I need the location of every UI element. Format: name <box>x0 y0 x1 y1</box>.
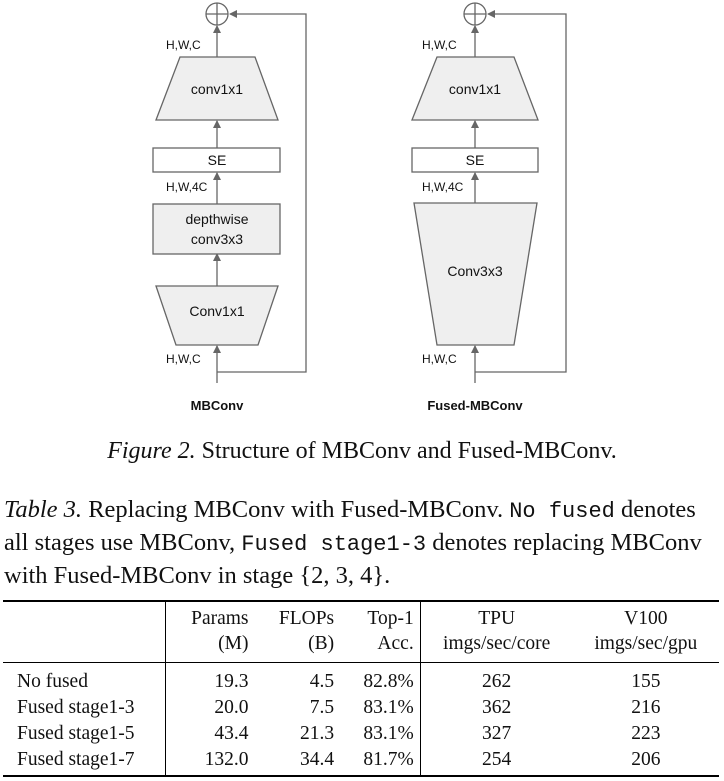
cell-method: Fused stage1-7 <box>3 747 166 777</box>
cell-v100: 155 <box>631 671 661 692</box>
cell-top1: 83.1% <box>363 697 414 718</box>
header-tpu-unit: imgs/sec/core <box>419 631 573 663</box>
header-top1-unit: Acc. <box>340 631 421 663</box>
header-flops: FLOPs <box>254 600 341 631</box>
cell-flops: 7.5 <box>309 697 335 718</box>
cell-tpu: 262 <box>419 662 573 695</box>
fused-dim-top: H,W,C <box>422 38 457 52</box>
mbconv-depthwise-label-2: conv3x3 <box>191 231 243 247</box>
table-caption: Table 3. Replacing MBConv with Fused-MBC… <box>4 494 720 591</box>
mbconv-conv1x1-expand-label: Conv1x1 <box>189 303 244 319</box>
table-header-row-1: Params FLOPs Top-1 TPU V100 <box>3 600 719 631</box>
table-caption-part2: denotes all stages use MBConv, <box>4 496 696 556</box>
header-method <box>3 600 166 631</box>
table-caption-part3: denotes replacing MBConv with Fused-MBCo… <box>4 529 702 589</box>
fused-mbconv-diagram <box>411 2 567 383</box>
cell-method: No fused <box>17 671 88 692</box>
cell-method: Fused stage1-5 <box>17 723 135 744</box>
cell-params: 132.0 <box>165 747 255 777</box>
header-top1: Top-1 <box>340 600 421 631</box>
mbconv-se-block <box>152 147 281 173</box>
mbconv-depthwise-block <box>152 203 281 255</box>
cell-v100: 206 <box>572 747 719 777</box>
mbconv-title: MBConv <box>191 398 244 413</box>
table-caption-part1: Replacing MBConv with Fused-MBConv. <box>82 496 510 523</box>
mbconv-dim-bottom: H,W,C <box>166 352 201 366</box>
table-caption-label: Table 3. <box>4 496 83 523</box>
cell-flops: 21.3 <box>300 723 335 744</box>
fused-se-label: SE <box>466 152 485 168</box>
table-caption-code2: Fused stage1-3 <box>241 532 427 557</box>
figure-2: H,W,C conv1x1 SE H,W,4C depthwise conv3x… <box>152 2 567 413</box>
cell-method: Fused stage1-3 <box>17 697 135 718</box>
fused-conv1x1-project-label: conv1x1 <box>449 81 501 97</box>
fused-residual-path <box>475 10 567 373</box>
cell-tpu: 362 <box>419 695 573 721</box>
table-caption-code1: No fused <box>509 499 615 524</box>
mbconv-dim-top: H,W,C <box>166 38 201 52</box>
fused-conv3x3-block <box>413 202 538 346</box>
header-tpu: TPU <box>419 600 573 631</box>
mbconv-conv1x1-project-block <box>155 56 279 121</box>
cell-params: 19.3 <box>165 662 255 695</box>
table-row: Fused stage1-3 20.0 7.5 83.1% 362 216 <box>3 695 719 721</box>
results-table: Params FLOPs Top-1 TPU V100 (M) (B) Acc.… <box>3 600 719 777</box>
cell-v100: 216 <box>631 697 661 718</box>
mbconv-se-label: SE <box>208 152 227 168</box>
mbconv-dim-mid: H,W,4C <box>166 180 208 194</box>
architecture-diagram: H,W,C conv1x1 SE H,W,4C depthwise conv3x… <box>152 2 567 413</box>
table-row: No fused 19.3 4.5 82.8% 262 155 <box>3 662 719 695</box>
cell-v100: 223 <box>631 723 661 744</box>
cell-top1: 81.7% <box>340 747 421 777</box>
cell-tpu: 327 <box>419 721 573 747</box>
cell-top1: 82.8% <box>363 671 414 692</box>
figure-caption-label: Figure 2. <box>107 438 196 464</box>
fused-se-block <box>411 147 539 173</box>
mbconv-depthwise-label-1: depthwise <box>185 211 248 227</box>
header-flops-unit: (B) <box>254 631 341 663</box>
mbconv-residual-path <box>217 10 307 373</box>
fused-dim-bottom: H,W,C <box>422 352 457 366</box>
table-row: Fused stage1-7 132.0 34.4 81.7% 254 206 <box>3 747 719 777</box>
cell-params: 20.0 <box>165 695 255 721</box>
cell-params: 43.4 <box>165 721 255 747</box>
cell-top1: 83.1% <box>363 723 414 744</box>
table-row: Fused stage1-5 43.4 21.3 83.1% 327 223 <box>3 721 719 747</box>
header-params: Params <box>165 600 255 631</box>
fused-conv1x1-project-block <box>411 56 539 121</box>
figure-caption: Figure 2. Structure of MBConv and Fused-… <box>0 436 724 466</box>
cell-flops: 4.5 <box>309 671 335 692</box>
cell-flops: 34.4 <box>254 747 341 777</box>
mbconv-conv1x1-expand-block <box>155 285 279 346</box>
header-v100-unit: imgs/sec/gpu <box>572 631 719 663</box>
header-params-unit: (M) <box>165 631 255 663</box>
header-v100: V100 <box>572 600 719 631</box>
fused-conv3x3-label: Conv3x3 <box>447 263 502 279</box>
mbconv-diagram <box>152 2 307 383</box>
fused-title: Fused-MBConv <box>427 398 523 413</box>
cell-tpu: 254 <box>419 747 573 777</box>
fused-dim-mid: H,W,4C <box>422 180 464 194</box>
mbconv-conv1x1-project-label: conv1x1 <box>191 81 243 97</box>
figure-caption-text: Structure of MBConv and Fused-MBConv. <box>195 438 617 464</box>
table-header-row-2: (M) (B) Acc. imgs/sec/core imgs/sec/gpu <box>3 631 719 663</box>
